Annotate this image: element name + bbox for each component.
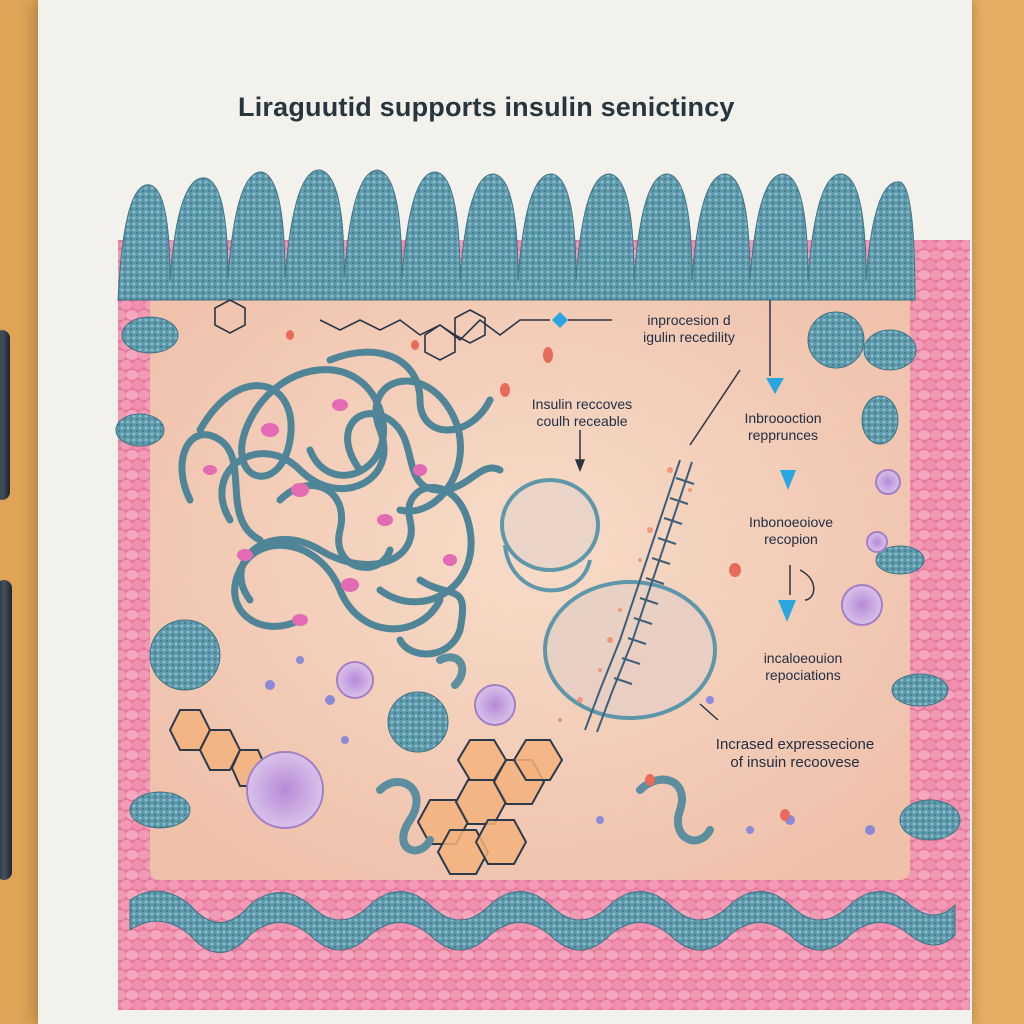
label-3-line-2: repprunces [747,426,819,443]
vesicles [500,478,717,720]
label-5: incaloeouion repociations [738,650,868,683]
label-4: Inbonoeoiove recopion [726,514,856,547]
pen-upper [0,330,10,500]
flow-arrows [766,378,796,622]
pen-lower [0,580,12,880]
hexagon-chain [168,709,564,875]
label-5-line-1: incaloeouion [763,650,843,666]
side-membrane-loops [115,316,961,841]
diagram-title: Liraguutid supports insulin senictincy [238,92,735,122]
label-6: Incrased expressecione of insuin recoove… [700,736,890,771]
bottom-membrane [129,890,956,953]
molecule-line [214,299,550,361]
label-3: Inbroooction repprunces [718,410,848,443]
label-6-line-1: Incrased expressecione [715,736,875,753]
pointer-lines [574,300,815,721]
label-6-line-2: of insuin recoovese [730,753,860,771]
cytoplasm [150,275,910,880]
particles [265,656,875,835]
label-3-line-1: Inbroooction [744,410,822,426]
blue-spheres [149,311,865,753]
protein-pink-spots [203,399,457,626]
label-1-line-1: inprocesion d [647,312,731,328]
label-4-line-2: recopion [764,530,818,547]
red-particles [286,330,790,821]
label-4-line-1: Inbonoeoiove [748,514,834,530]
label-1: inprocesion d igulin recedility [614,312,764,345]
top-membrane [117,169,916,301]
purple-cells [246,469,901,829]
diamond-marker [552,312,568,328]
small-strands [376,653,714,855]
receptor-helix [584,459,695,733]
receptor-dots [558,467,692,722]
protein-tangle [178,348,504,658]
label-2-line-1: Insulin reccoves [531,396,633,412]
label-1-line-2: igulin recedility [643,328,735,345]
label-2-line-2: coulh receable [536,412,628,429]
label-2: Insulin reccoves coulh receable [512,396,652,429]
label-5-line-2: repociations [765,666,841,683]
